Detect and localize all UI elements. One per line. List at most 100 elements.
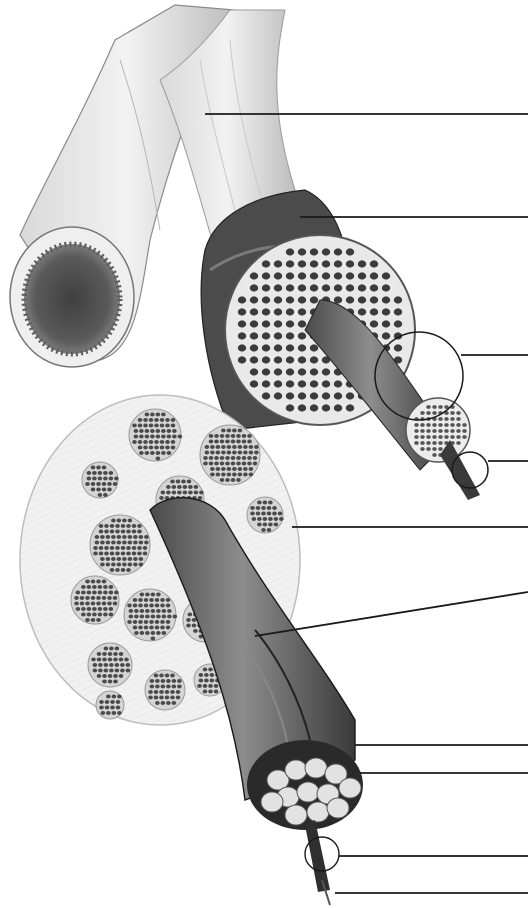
texture-dot (432, 453, 436, 457)
texture-dot (102, 680, 107, 684)
texture-dot (279, 517, 284, 521)
texture-dot (256, 506, 261, 510)
texture-dot (231, 440, 236, 444)
texture-dot (165, 696, 170, 700)
texture-dot (113, 602, 118, 606)
texture-dot (140, 593, 145, 597)
texture-dot (119, 674, 124, 678)
texture-dot (96, 618, 101, 622)
texture-dot (120, 669, 125, 673)
texture-dot (274, 320, 282, 327)
texture-dot (358, 284, 366, 291)
texture-dot (249, 451, 254, 455)
texture-dot (156, 457, 161, 461)
texture-dot (334, 248, 342, 255)
texture-dot (150, 685, 155, 689)
texture-dot (128, 541, 133, 545)
texture-dot (262, 284, 270, 291)
texture-dot (450, 429, 454, 433)
texture-dot (126, 568, 131, 572)
texture-dot (262, 392, 270, 399)
texture-dot (216, 445, 221, 449)
texture-dot (231, 456, 236, 460)
texture-dot (286, 320, 294, 327)
texture-dot (432, 405, 436, 409)
texture-dot (98, 493, 103, 497)
texture-dot (160, 626, 165, 630)
texture-dot (113, 596, 118, 600)
texture-dot (145, 429, 150, 433)
texture-dot (128, 519, 133, 523)
texture-dot (111, 519, 116, 523)
texture-dot (155, 685, 160, 689)
texture-dot (93, 663, 98, 667)
texture-dot (126, 546, 131, 550)
texture-dot (85, 618, 90, 622)
texture-dot (216, 473, 221, 477)
texture-dot (253, 456, 258, 460)
texture-dot (109, 669, 114, 673)
texture-dot (106, 541, 111, 545)
texture-dot (382, 308, 390, 315)
texture-dot (155, 620, 160, 624)
texture-dot (151, 631, 156, 635)
texture-dot (177, 491, 182, 495)
texture-dot (161, 685, 166, 689)
texture-dot (150, 451, 155, 455)
texture-dot (220, 434, 225, 438)
texture-dot (382, 284, 390, 291)
texture-dot (144, 598, 149, 602)
texture-dot (322, 380, 330, 387)
texture-dot (133, 541, 138, 545)
texture-dot (154, 446, 159, 450)
texture-dot (137, 552, 142, 556)
texture-dot (140, 609, 145, 613)
texture-dot (220, 456, 225, 460)
texture-dot (262, 296, 270, 303)
texture-dot (267, 512, 272, 516)
texture-dot (104, 530, 109, 534)
texture-dot (262, 356, 270, 363)
texture-dot (113, 652, 118, 656)
texture-dot (310, 368, 318, 375)
texture-dot (450, 435, 454, 439)
texture-dot (274, 260, 282, 267)
texture-dot (199, 679, 204, 683)
texture-dot (143, 440, 148, 444)
texture-dot (76, 591, 81, 595)
texture-dot (107, 488, 112, 492)
texture-dot (144, 541, 149, 545)
texture-dot (221, 451, 226, 455)
texture-dot (257, 517, 262, 521)
texture-dot (114, 477, 119, 481)
texture-dot (209, 462, 214, 466)
texture-dot (112, 711, 117, 715)
texture-dot (286, 392, 294, 399)
texture-dot (250, 512, 255, 516)
texture-dot (394, 344, 402, 351)
texture-dot (150, 429, 155, 433)
texture-dot (227, 467, 232, 471)
texture-dot (242, 456, 247, 460)
texture-dot (156, 615, 161, 619)
texture-dot (119, 652, 124, 656)
texture-dot (108, 652, 113, 656)
texture-dot (161, 701, 166, 705)
texture-dot (108, 658, 113, 662)
texture-dot (232, 445, 237, 449)
texture-dot (221, 429, 226, 433)
texture-dot (262, 344, 270, 351)
texture-dot (121, 546, 126, 550)
texture-dot (462, 435, 466, 439)
texture-dot (134, 615, 139, 619)
texture-dot (420, 447, 424, 451)
texture-dot (426, 441, 430, 445)
texture-dot (138, 626, 143, 630)
texture-dot (160, 604, 165, 608)
myofibril-disc (285, 805, 307, 825)
texture-dot (150, 435, 155, 439)
texture-dot (91, 580, 96, 584)
texture-dot (138, 446, 143, 450)
texture-dot (274, 517, 279, 521)
texture-dot (162, 609, 167, 613)
